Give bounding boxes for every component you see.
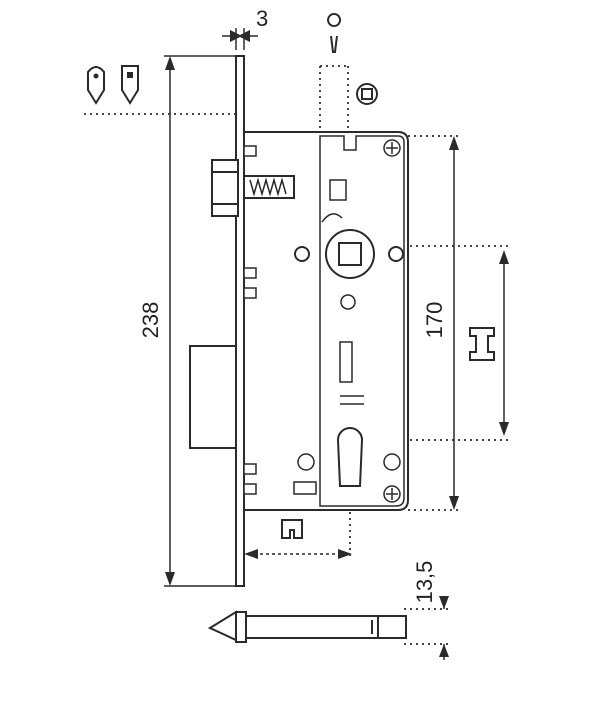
backset-arrow [499, 250, 509, 436]
square-spindle-icon [356, 83, 378, 105]
bottom-thickness-dimension [439, 596, 449, 660]
keyhole-icon [327, 13, 342, 53]
internal-mechanisms [293, 179, 401, 495]
cylinder-hole [336, 427, 364, 487]
backset-arrow-left [244, 549, 258, 559]
latch-spring [249, 177, 287, 197]
pitch-label: 170 [422, 302, 447, 339]
backset-marker-icon [281, 519, 303, 539]
thickness-label: 3 [256, 6, 268, 31]
key-latch-icons [87, 65, 139, 105]
faceplate [235, 55, 245, 587]
bottom-thickness-label: 13,5 [412, 561, 437, 604]
lock-case [243, 131, 409, 511]
deadbolt [189, 345, 237, 449]
height-dimension [164, 55, 240, 587]
mounting-screws [383, 139, 401, 503]
thickness-dimension [222, 28, 258, 50]
height-label: 238 [138, 302, 163, 339]
cylinder-profile-icon [469, 327, 495, 361]
pitch-dimension [449, 136, 459, 510]
handle-follower [294, 229, 404, 279]
backset-arrow-right [338, 549, 352, 559]
side-view [207, 610, 407, 643]
faceplate-tabs [243, 145, 257, 495]
